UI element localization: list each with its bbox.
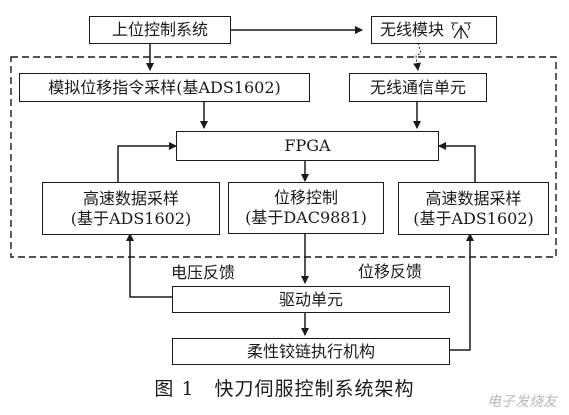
system-boundary [10, 56, 557, 258]
node-wireless-comm-label: 无线通信单元 [369, 77, 466, 97]
node-analog-sampling-label: 模拟位移指令采样(基ADS1602) [48, 77, 281, 97]
node-actuator-label: 柔性铰链执行机构 [246, 341, 375, 361]
node-wireless-comm-unit: 无线通信单元 [349, 73, 487, 102]
edge-right-sampling-fpga [438, 142, 476, 182]
node-fpga-label: FPGA [284, 136, 331, 155]
node-host-label: 上位控制系统 [111, 20, 208, 39]
edge-displacement-feedback [448, 233, 474, 351]
node-displacement-control-line1: 位移控制 [273, 188, 338, 207]
node-analog-command-sampling: 模拟位移指令采样(基ADS1602) [19, 73, 310, 102]
watermark: 电子发烧友 [487, 394, 557, 410]
node-hs-sampling-right: 高速数据采样 (基于ADS1602) [398, 182, 549, 235]
node-hs-sampling-right-line2: (基于ADS1602) [413, 208, 534, 228]
node-wireless-module-label: 无线模块 [380, 20, 445, 39]
edge-label-voltage-feedback: 电压反馈 [171, 263, 236, 282]
node-fpga: FPGA [176, 131, 439, 161]
edge-label-displacement-feedback: 位移反馈 [358, 262, 423, 281]
node-displacement-control-line2: (基于DAC9881) [245, 208, 367, 227]
node-hs-sampling-left-line2: (基于ADS1602) [70, 208, 192, 228]
node-displacement-control: 位移控制 (基于DAC9881) [228, 182, 384, 234]
edge-left-sampling-fpga [117, 142, 177, 182]
edge-wireless-radio [413, 42, 422, 71]
node-drive-unit-label: 驱动单元 [278, 289, 343, 309]
node-hs-sampling-right-line1: 高速数据采样 [425, 188, 522, 208]
node-wireless-module: 无线模块 [371, 16, 497, 44]
figure-caption: 图 1 快刀伺服控制系统架构 [154, 378, 415, 400]
node-host-control-system: 上位控制系统 [89, 16, 231, 44]
node-hs-sampling-left: 高速数据采样 (基于ADS1602) [42, 182, 220, 235]
edge-voltage-feedback [126, 233, 173, 298]
node-flexure-actuator: 柔性铰链执行机构 [172, 338, 450, 365]
node-hs-sampling-left-line1: 高速数据采样 [82, 188, 179, 208]
antenna-icon [451, 22, 472, 39]
node-drive-unit: 驱动单元 [172, 286, 450, 313]
